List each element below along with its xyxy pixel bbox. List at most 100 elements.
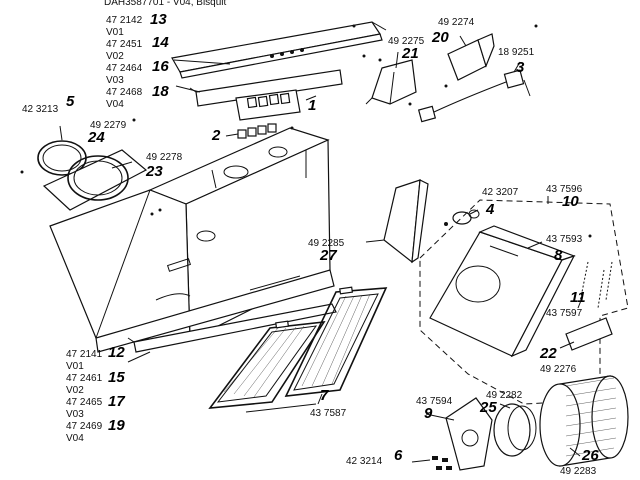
- svg-text:18: 18: [152, 83, 169, 100]
- svg-text:23: 23: [145, 163, 163, 180]
- svg-text:49 2278: 49 2278: [146, 152, 183, 163]
- svg-text:20: 20: [431, 29, 449, 46]
- svg-text:49 2275: 49 2275: [388, 36, 425, 47]
- motor-assembly-10: [419, 199, 629, 405]
- svg-text:22: 22: [539, 345, 557, 362]
- svg-text:47 2465: 47 2465: [66, 397, 103, 408]
- svg-text:42 3213: 42 3213: [22, 104, 59, 115]
- callout-11: 11 43 7597: [546, 289, 586, 319]
- svg-text:47 2451: 47 2451: [106, 39, 143, 50]
- callout-25: 49 2282 25: [479, 390, 523, 416]
- callout-26: 26 49 2283: [560, 447, 599, 477]
- svg-text:47 2469: 47 2469: [66, 421, 103, 432]
- svg-text:16: 16: [152, 58, 169, 75]
- svg-text:43 7596: 43 7596: [546, 184, 583, 195]
- motor-25: [493, 403, 537, 457]
- capacitor-4: [444, 209, 480, 226]
- callout-20: 49 2274 20: [431, 17, 475, 46]
- callout-1: 1: [308, 97, 316, 114]
- callout-10: 43 7596 10: [546, 184, 583, 210]
- callout-8: 43 7593 8: [546, 234, 583, 264]
- callout-4: 42 3207 4: [482, 187, 519, 218]
- screws-6: [432, 456, 452, 470]
- switch-buttons: [225, 123, 277, 139]
- leader-7a: [245, 403, 317, 413]
- callout-15: 47 2461 15: [66, 369, 125, 386]
- svg-text:49 2274: 49 2274: [438, 17, 475, 28]
- svg-text:V04: V04: [106, 99, 124, 110]
- svg-text:14: 14: [152, 34, 169, 51]
- callout-2: 2: [211, 127, 221, 144]
- svg-text:10: 10: [562, 193, 579, 210]
- trim-strip: [127, 303, 337, 353]
- callout-v01-top: V01: [106, 27, 124, 38]
- svg-text:49 2282: 49 2282: [486, 390, 523, 401]
- svg-text:47 2468: 47 2468: [106, 87, 143, 98]
- svg-text:V03: V03: [66, 409, 84, 420]
- svg-text:49 2279: 49 2279: [90, 120, 127, 131]
- callout-23: 49 2278 23: [145, 152, 183, 180]
- svg-text:15: 15: [108, 369, 125, 386]
- svg-text:4: 4: [485, 201, 495, 218]
- svg-text:13: 13: [150, 11, 167, 28]
- svg-text:18 9251: 18 9251: [498, 47, 535, 58]
- callout-21: 49 2275 21: [388, 36, 425, 62]
- callout-v02-top: V02: [106, 51, 124, 62]
- svg-text:11: 11: [570, 289, 586, 306]
- motor-mount-9: [445, 397, 493, 471]
- svg-text:25: 25: [479, 399, 497, 416]
- svg-text:V01: V01: [66, 361, 84, 372]
- blower-wheel-26: [539, 375, 629, 467]
- grease-filter-right: [284, 286, 388, 397]
- svg-text:3: 3: [516, 59, 525, 76]
- svg-text:42 3207: 42 3207: [482, 187, 519, 198]
- leader-7b: [317, 393, 323, 405]
- callout-v03-bottom: V03: [66, 409, 84, 420]
- motor-housing-8: [429, 225, 576, 358]
- hood-body: [49, 127, 335, 353]
- grease-filter-left: [208, 320, 326, 409]
- svg-text:19: 19: [108, 417, 125, 434]
- svg-text:43 7587: 43 7587: [310, 408, 347, 419]
- svg-text:42 3214: 42 3214: [346, 456, 383, 467]
- svg-text:17: 17: [108, 393, 125, 410]
- callout-v04-top: V04: [106, 99, 124, 110]
- callout-27: 49 2285 27: [308, 238, 345, 264]
- svg-text:21: 21: [401, 45, 419, 62]
- svg-text:V01: V01: [106, 27, 124, 38]
- svg-text:1: 1: [308, 97, 316, 114]
- leader-lines: [59, 35, 583, 463]
- duct-baffle-27: [365, 179, 429, 264]
- callout-24: 49 2279 24: [87, 120, 127, 146]
- svg-text:V03: V03: [106, 75, 124, 86]
- svg-text:6: 6: [394, 447, 403, 464]
- callout-16: 47 2464 16: [106, 58, 169, 75]
- svg-text:5: 5: [66, 93, 75, 110]
- svg-text:47 2461: 47 2461: [66, 373, 103, 384]
- svg-text:49 2276: 49 2276: [540, 364, 577, 375]
- svg-text:49 2285: 49 2285: [308, 238, 345, 249]
- svg-text:12: 12: [108, 344, 125, 361]
- callout-v03-top: V03: [106, 75, 124, 86]
- callout-v02-bottom: V02: [66, 385, 84, 396]
- svg-text:2: 2: [211, 127, 221, 144]
- callout-v01-bottom: V01: [66, 361, 84, 372]
- svg-text:V02: V02: [66, 385, 84, 396]
- svg-text:47 2142: 47 2142: [106, 15, 143, 26]
- callout-9: 43 7594 9: [416, 396, 453, 422]
- svg-text:9: 9: [424, 405, 433, 422]
- svg-text:43 7597: 43 7597: [546, 308, 583, 319]
- svg-text:43 7593: 43 7593: [546, 234, 583, 245]
- svg-text:V04: V04: [66, 433, 84, 444]
- bracket-21: [365, 59, 417, 105]
- svg-text:7: 7: [320, 387, 329, 404]
- svg-text:43 7594: 43 7594: [416, 396, 453, 407]
- svg-text:49 2283: 49 2283: [560, 466, 597, 477]
- callout-7: 7 43 7587: [310, 387, 347, 419]
- svg-text:47 2464: 47 2464: [106, 63, 143, 74]
- cable-11: [579, 261, 613, 309]
- callout-6: 42 3214 6: [346, 447, 403, 467]
- cover-plate-22: [565, 317, 613, 351]
